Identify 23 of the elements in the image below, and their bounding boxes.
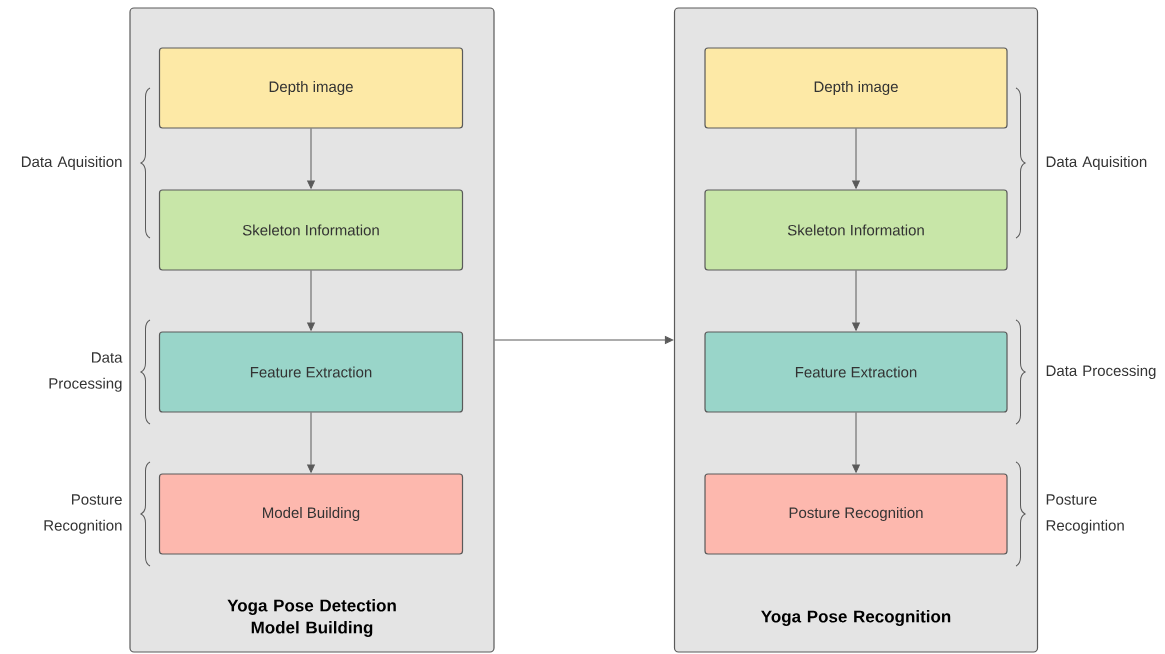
panel-title: Yoga Pose Recognition [761,610,951,626]
process-box: Model Building [158,473,464,555]
process-box: Skeleton Information [704,189,1008,271]
group-label: Data Processing [49,352,123,392]
group-label: Data Aquisition [1046,156,1147,170]
group-label: Posture Recognition [44,494,122,534]
process-box: Feature Extraction [704,331,1008,413]
process-box: Posture Recognition [704,473,1008,555]
arrow [307,270,315,331]
group-label: Posture Recogintion [1046,494,1124,534]
process-box: Depth image [158,47,464,129]
group-label: Data Aquisition [21,156,122,170]
panel-title: Yoga Pose Detection Model Building [227,599,396,637]
group-label: Data Processing [1046,365,1156,379]
process-box: Feature Extraction [158,331,464,413]
arrow [852,128,860,189]
process-box: Skeleton Information [158,189,464,271]
arrow [307,412,315,473]
arrow [852,412,860,473]
arrow [494,336,674,344]
arrow [852,270,860,331]
arrow [307,128,315,189]
process-box: Depth image [704,47,1008,129]
